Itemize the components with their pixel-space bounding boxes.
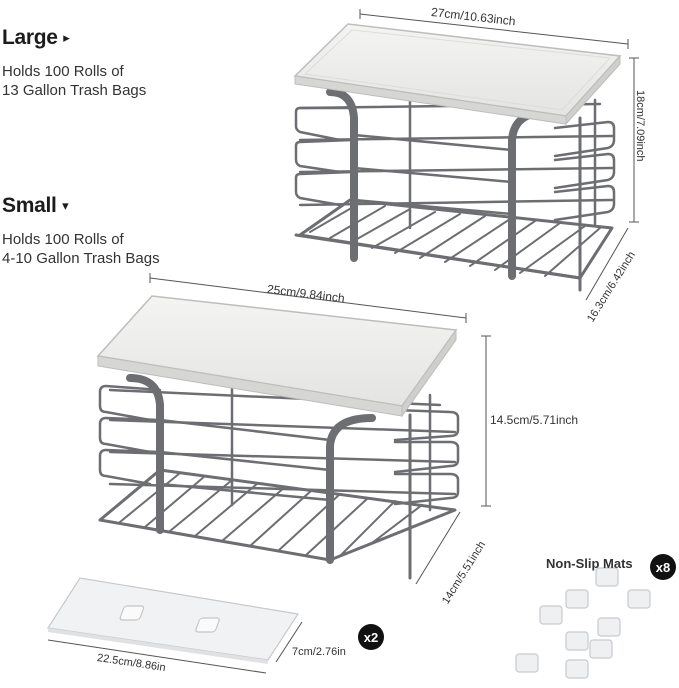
mats-label: Non-Slip Mats xyxy=(546,556,633,571)
small-desc-line2: 4-10 Gallon Trash Bags xyxy=(2,250,160,267)
caret-down-icon: ▾ xyxy=(62,198,69,213)
mats-quantity-badge: x8 xyxy=(650,554,676,580)
small-desc-line1: Holds 100 Rolls of xyxy=(2,231,124,248)
caret-right-icon: ▸ xyxy=(63,30,70,45)
small-title: Small ▾ xyxy=(2,194,69,218)
large-board xyxy=(293,23,622,126)
large-desc-line2: 13 Gallon Trash Bags xyxy=(2,82,147,99)
small-height-label: 14.5cm/5.71inch xyxy=(490,413,579,427)
plate-height-label: 7cm/2.76in xyxy=(292,646,346,658)
small-description: Holds 100 Rolls of 4-10 Gallon Trash Bag… xyxy=(2,230,160,268)
plate-quantity-badge: x2 xyxy=(358,624,384,650)
large-height-label: 18cm/7.09inch xyxy=(634,90,646,162)
adhesive-plate xyxy=(46,577,300,664)
small-board xyxy=(96,295,458,418)
small-title-text: Small xyxy=(2,194,57,217)
large-title: Large ▸ xyxy=(2,26,70,50)
dimension-lines xyxy=(47,9,639,674)
non-slip-mats xyxy=(515,567,651,679)
large-desc-line1: Holds 100 Rolls of xyxy=(2,63,124,80)
large-description: Holds 100 Rolls of 13 Gallon Trash Bags xyxy=(2,62,146,100)
large-title-text: Large xyxy=(2,26,58,49)
